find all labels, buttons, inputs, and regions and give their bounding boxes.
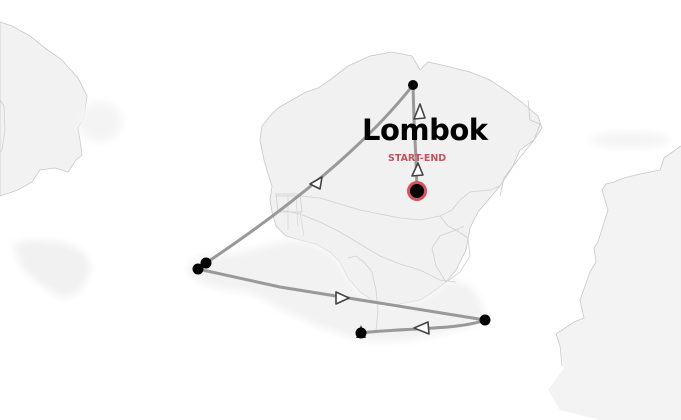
land-nusa-penida [12,240,92,298]
arrow-icon [309,176,323,190]
arrow-icon [335,291,350,305]
land-lombok [186,51,543,342]
land-bali [0,21,122,197]
arrow-icon [413,321,430,335]
stop-markers [192,80,491,339]
stop-south [355,327,367,339]
land-sumbawa [499,99,681,420]
route-arrows [309,103,430,335]
stop-west-a [200,257,212,269]
stop-southeast [479,314,491,326]
start-end-label: START-END [388,153,447,164]
arrow-icon [411,162,424,177]
stop-north [408,80,418,90]
route-path [196,83,487,335]
stop-west-b [192,263,204,275]
region-label: Lombok [362,113,488,147]
arrow-icon [413,103,426,120]
